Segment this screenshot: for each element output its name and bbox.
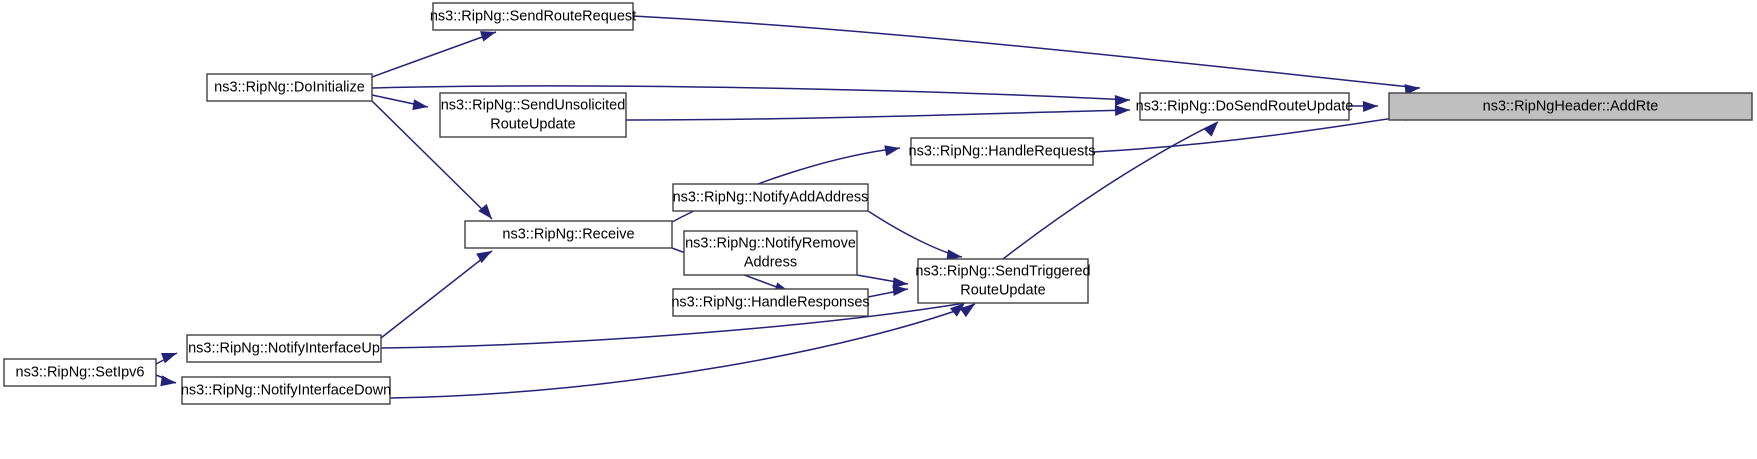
- graph-node-receive[interactable]: ns3::RipNg::Receive: [464, 220, 673, 249]
- node-box[interactable]: [3, 358, 157, 387]
- call-edge: [625, 104, 1131, 121]
- call-edge: [155, 374, 177, 387]
- node-label: ns3::RipNg::Receive: [502, 226, 634, 242]
- graph-node-handle-responses[interactable]: ns3::RipNg::HandleResponses: [671, 288, 870, 317]
- call-edge: [856, 274, 909, 289]
- node-box[interactable]: [672, 183, 869, 212]
- graph-node-notify-add-address[interactable]: ns3::RipNg::NotifyAddAddress: [672, 183, 869, 212]
- edge-line: [380, 302, 966, 349]
- node-box[interactable]: [439, 92, 627, 138]
- call-edge: [155, 352, 178, 365]
- graph-node-send-route-request[interactable]: ns3::RipNg::SendRouteRequest: [430, 2, 636, 31]
- graph-node-do-send-route-update[interactable]: ns3::RipNg::DoSendRouteUpdate: [1136, 92, 1354, 121]
- edge-arrowhead: [959, 304, 975, 318]
- call-edge: [389, 303, 976, 399]
- nodes-layer: ns3::RipNg::SendRouteRequestns3::RipNg::…: [3, 2, 1753, 405]
- edge-arrowhead: [1362, 100, 1378, 112]
- node-box[interactable]: [1139, 92, 1350, 121]
- edge-line: [1002, 121, 1219, 260]
- edges-layer: [155, 15, 1421, 399]
- node-label: ns3::RipNg::SetIpv6: [16, 364, 145, 380]
- node-label: ns3::RipNg::HandleRequests: [909, 143, 1096, 159]
- edge-line: [371, 85, 1131, 101]
- node-box[interactable]: [432, 2, 634, 31]
- node-box[interactable]: [683, 230, 858, 276]
- call-edge: [867, 285, 909, 298]
- node-box[interactable]: [910, 137, 1094, 166]
- node-box[interactable]: [1388, 92, 1753, 121]
- node-label: Address: [744, 254, 797, 270]
- call-edge: [1002, 121, 1219, 260]
- node-box[interactable]: [672, 288, 869, 317]
- edge-arrowhead: [160, 375, 176, 387]
- node-label: ns3::RipNg::DoInitialize: [214, 79, 365, 95]
- edge-arrowhead: [480, 31, 496, 42]
- edge-line: [1092, 113, 1421, 153]
- edge-line: [632, 15, 1421, 89]
- node-label: ns3::RipNg::SendUnsolicited: [441, 97, 626, 113]
- graph-node-do-initialize[interactable]: ns3::RipNg::DoInitialize: [206, 73, 373, 102]
- edge-arrowhead: [892, 277, 908, 289]
- node-label: ns3::RipNg::NotifyInterfaceDown: [181, 382, 391, 398]
- edge-arrowhead: [884, 145, 900, 157]
- call-edge: [1349, 100, 1378, 112]
- edge-line: [380, 250, 493, 339]
- graph-node-notify-interface-up[interactable]: ns3::RipNg::NotifyInterfaceUp: [186, 334, 382, 363]
- edge-arrowhead: [1114, 104, 1130, 116]
- call-edge: [632, 15, 1421, 96]
- node-label: ns3::RipNg::NotifyAddAddress: [673, 189, 869, 205]
- edge-arrowhead: [412, 99, 428, 111]
- graph-node-add-rte[interactable]: ns3::RipNgHeader::AddRte: [1388, 92, 1753, 121]
- edge-arrowhead: [1203, 122, 1218, 137]
- edge-arrowhead: [161, 353, 177, 364]
- edge-line: [371, 31, 497, 78]
- graph-node-handle-requests[interactable]: ns3::RipNg::HandleRequests: [909, 137, 1096, 166]
- edge-arrowhead: [476, 251, 492, 264]
- node-label: ns3::RipNgHeader::AddRte: [1483, 98, 1659, 114]
- edge-line: [389, 303, 976, 399]
- node-label: RouteUpdate: [490, 116, 575, 132]
- edge-line: [371, 100, 493, 220]
- graph-node-set-ipv6[interactable]: ns3::RipNg::SetIpv6: [3, 358, 157, 387]
- node-label: RouteUpdate: [960, 282, 1045, 298]
- edge-arrowhead: [478, 203, 492, 219]
- call-edge: [371, 85, 1131, 106]
- edge-arrowhead: [946, 249, 962, 261]
- call-edge: [371, 94, 429, 111]
- graph-node-notify-interface-down[interactable]: ns3::RipNg::NotifyInterfaceDown: [181, 376, 391, 405]
- edge-arrowhead: [1404, 84, 1420, 96]
- call-edge: [380, 250, 493, 339]
- edge-line: [625, 109, 1131, 121]
- node-label: ns3::RipNg::NotifyRemove: [685, 235, 856, 251]
- edge-arrowhead: [892, 285, 908, 297]
- node-box[interactable]: [181, 376, 391, 405]
- edge-arrowhead: [1114, 94, 1130, 106]
- call-edge: [371, 100, 493, 220]
- node-label: ns3::RipNg::HandleResponses: [671, 294, 869, 310]
- node-box[interactable]: [186, 334, 382, 363]
- node-label: ns3::RipNg::SendTriggered: [915, 263, 1090, 279]
- node-box[interactable]: [464, 220, 673, 249]
- call-edge: [371, 31, 497, 78]
- call-edge: [867, 210, 963, 261]
- node-label: ns3::RipNg::SendRouteRequest: [430, 8, 636, 24]
- node-box[interactable]: [917, 258, 1089, 304]
- node-label: ns3::RipNg::DoSendRouteUpdate: [1136, 98, 1354, 114]
- node-label: ns3::RipNg::NotifyInterfaceUp: [188, 340, 380, 356]
- node-box[interactable]: [206, 73, 373, 102]
